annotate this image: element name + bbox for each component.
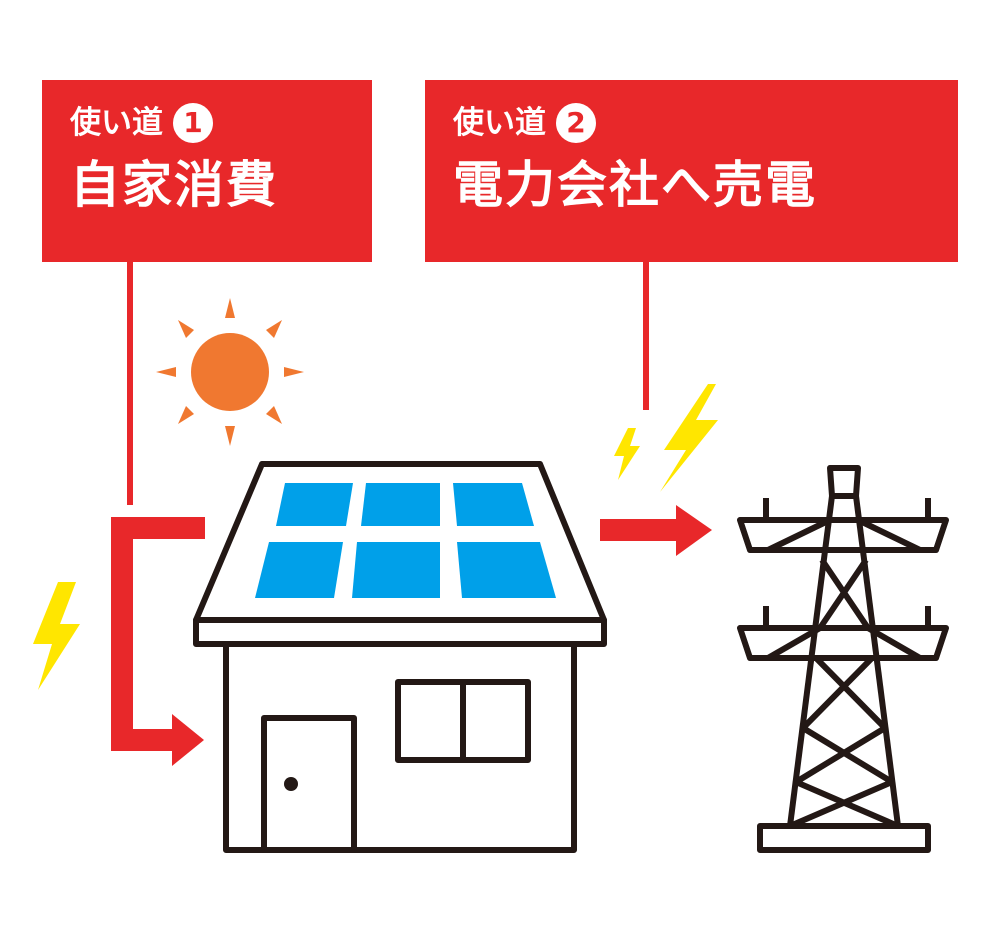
self-consumption-arrow-icon: [111, 517, 205, 751]
lightning-bolt-icon: [660, 384, 718, 492]
usage-prefix: 使い道: [70, 104, 163, 141]
usage-label-self-consumption: 使い道 1 自家消費: [42, 80, 372, 262]
lightning-bolt-icon: [33, 582, 80, 690]
house-icon: [193, 461, 607, 853]
door: [261, 715, 357, 853]
usage-number-badge: 1: [173, 103, 213, 143]
usage-title: 電力会社へ売電: [453, 156, 817, 214]
lightning-bolt-icon: [614, 428, 640, 480]
solar-panel-icon: [255, 483, 556, 598]
usage-prefix: 使い道: [453, 104, 546, 141]
power-tower-icon: [737, 465, 949, 853]
eave: [193, 617, 607, 647]
door-knob: [284, 777, 298, 791]
usage-heading: 使い道 2: [453, 102, 930, 144]
sell-arrow-shaft: [600, 519, 680, 541]
usage-number-badge: 2: [556, 103, 596, 143]
usage-label-sell-power: 使い道 2 電力会社へ売電: [425, 80, 958, 262]
sun-icon: [156, 298, 304, 446]
usage-title: 自家消費: [70, 156, 278, 214]
self-consumption-arrowhead-icon: [172, 714, 204, 766]
sell-arrowhead-icon: [676, 505, 712, 556]
usage-heading: 使い道 1: [70, 102, 344, 144]
